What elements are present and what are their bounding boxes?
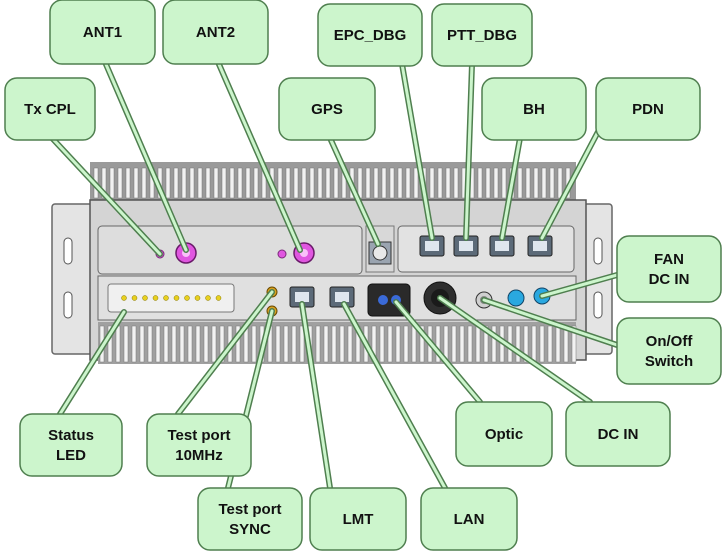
optic-leader-fill [394, 300, 482, 404]
gps-callout: GPS [278, 77, 376, 141]
dc-in-leader-fill [438, 296, 592, 404]
left-rack-ear [51, 203, 93, 355]
bh-label-line-1: BH [523, 101, 545, 118]
dc-in-callout: DC IN [565, 401, 671, 467]
test-port-10mhz-callout-box [146, 413, 252, 477]
pdn-callout: PDN [595, 77, 701, 141]
dc-in-label-line-1: DC IN [598, 426, 639, 443]
status-led-10 [215, 295, 222, 301]
ant2-aux-port [277, 249, 287, 259]
status-led-label-line-2: LED [56, 447, 86, 464]
tx-cpl-label-line-1: Tx CPL [24, 101, 76, 118]
fan-dc-in-label-line-2: DC IN [649, 271, 690, 288]
test-port-sync-callout-box [197, 487, 303, 551]
lmt-label-line-1: LMT [343, 511, 374, 528]
fan-dc-in-callout-box [616, 235, 722, 303]
ant1-callout-box [49, 0, 156, 65]
on-off-switch-leader-fill [482, 298, 619, 347]
tx-cpl-callout: Tx CPL [4, 77, 96, 141]
bh-callout: BH [481, 77, 587, 141]
fan-dc-in-callout: FAN DC IN [616, 235, 722, 303]
lmt-leader-fill [300, 302, 332, 490]
optic-callout: Optic [455, 401, 553, 467]
optic-callout-box [455, 401, 553, 467]
device-chassis [51, 162, 613, 364]
lan-leader-fill [342, 302, 447, 490]
epc-dbg-label-line-1: EPC_DBG [334, 27, 407, 44]
status-led-label-line-1: Status [48, 427, 94, 444]
test-port-10mhz-callout: Test port 10MHz [146, 413, 252, 477]
status-led-7 [184, 295, 190, 301]
lan-label-line-1: LAN [454, 511, 485, 528]
status-led-1 [121, 295, 127, 301]
status-led-row [121, 295, 222, 301]
status-led-6 [173, 295, 180, 301]
on-off-switch-label-line-2: Switch [645, 353, 693, 370]
epc-dbg-callout: EPC_DBG [317, 3, 423, 67]
gps-callout-box [278, 77, 376, 141]
ptt-dbg-callout: PTT_DBG [431, 3, 533, 67]
ant2-leader-fill [216, 60, 302, 252]
lan-callout: LAN [420, 487, 518, 551]
on-off-switch-callout-box [616, 317, 722, 385]
gps-port [368, 241, 392, 265]
tx-cpl-leader-fill [50, 136, 162, 256]
epc-dbg-callout-box [317, 3, 423, 67]
pdn-port [527, 235, 553, 257]
ant2-callout-box [162, 0, 269, 65]
optic-label-line-1: Optic [485, 426, 523, 443]
fan-dc-in-leader-fill [540, 273, 619, 298]
status-led-leader-fill [58, 310, 126, 416]
ptt-dbg-callout-box [431, 3, 533, 67]
status-led-9 [205, 295, 211, 301]
status-led-2 [131, 295, 138, 301]
test-port-10mhz-leader-fill [176, 290, 274, 416]
test-port-10mhz-label-line-1: Test port [167, 427, 230, 444]
status-led-8 [194, 295, 201, 301]
status-led-3 [142, 295, 148, 301]
ant2-callout: ANT2 [162, 0, 269, 65]
test-port-10mhz-label-line-2: 10MHz [175, 447, 223, 464]
test-port-sync-label-line-1: Test port [218, 501, 281, 518]
dc-in-callout-box [565, 401, 671, 467]
fan-dc-in-port-1 [507, 289, 525, 307]
ptt-dbg-label-line-1: PTT_DBG [447, 27, 517, 44]
lan-port [329, 286, 355, 308]
leader-lines [49, 59, 620, 491]
bh-leader-fill [500, 136, 522, 240]
fan-dc-in-label-line-1: FAN [654, 251, 684, 268]
ant2-label-line-1: ANT2 [196, 24, 235, 41]
lmt-callout-box [309, 487, 407, 551]
bh-callout-box [481, 77, 587, 141]
ptt-dbg-leader-fill [464, 62, 474, 240]
tx-cpl-callout-box [4, 77, 96, 141]
ant1-callout: ANT1 [49, 0, 156, 65]
status-led-4 [152, 295, 159, 301]
lmt-callout: LMT [309, 487, 407, 551]
ant1-leader-fill [103, 60, 188, 252]
gps-leader-fill [328, 136, 380, 246]
gps-label-line-1: GPS [311, 101, 343, 118]
status-led-5 [163, 295, 169, 301]
pdn-label-line-1: PDN [632, 101, 664, 118]
test-port-sync-label-line-2: SYNC [229, 521, 271, 538]
on-off-switch-label-line-1: On/Off [646, 333, 694, 350]
ant1-label-line-1: ANT1 [83, 24, 122, 41]
epc-dbg-leader-fill [400, 62, 434, 240]
lan-callout-box [420, 487, 518, 551]
status-led-callout-box [19, 413, 123, 477]
pdn-callout-box [595, 77, 701, 141]
pdn-leader-fill [540, 126, 602, 240]
